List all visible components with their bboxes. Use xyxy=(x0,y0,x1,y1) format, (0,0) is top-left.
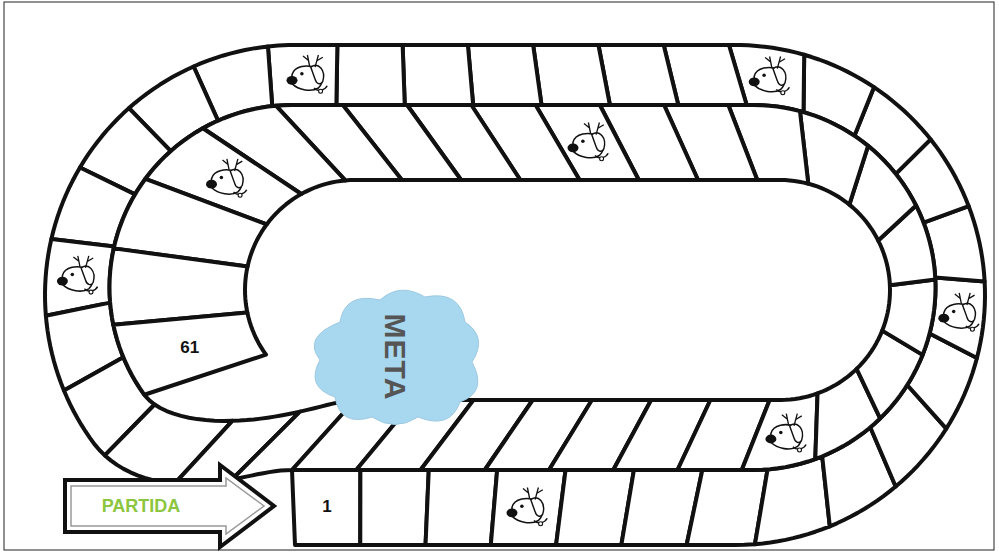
dog-icon xyxy=(507,488,548,526)
board-square xyxy=(468,45,542,105)
numbered-square: 1 xyxy=(318,496,336,519)
dog-icon xyxy=(206,159,247,197)
board-square xyxy=(930,278,985,358)
board-square xyxy=(360,470,428,545)
dog-icon xyxy=(568,123,609,161)
board-square xyxy=(336,45,404,105)
board-square xyxy=(426,470,498,545)
goal-label: META xyxy=(378,314,412,401)
board-square xyxy=(882,279,935,354)
board-square xyxy=(292,470,360,545)
dog-icon xyxy=(57,256,98,294)
board-square xyxy=(598,45,678,105)
dog-icon xyxy=(749,57,790,95)
cloud-outline xyxy=(314,290,478,424)
square-number: 1 xyxy=(322,498,331,517)
start-label: PARTIDA xyxy=(62,496,220,517)
dog-icon xyxy=(287,55,328,93)
board-square xyxy=(742,393,818,470)
board-square xyxy=(113,313,266,395)
start-arrow: PARTIDA xyxy=(62,462,278,550)
board-square xyxy=(491,470,566,545)
square-number: 61 xyxy=(180,339,199,358)
dog-icon xyxy=(765,414,806,452)
board-square xyxy=(533,45,610,105)
board-square xyxy=(268,45,337,106)
goal-cloud: META xyxy=(300,282,490,432)
board-square xyxy=(403,45,474,105)
board-square xyxy=(800,111,868,204)
picture-frame xyxy=(4,2,994,550)
numbered-square: 61 xyxy=(176,337,203,360)
dog-icon xyxy=(938,293,979,331)
